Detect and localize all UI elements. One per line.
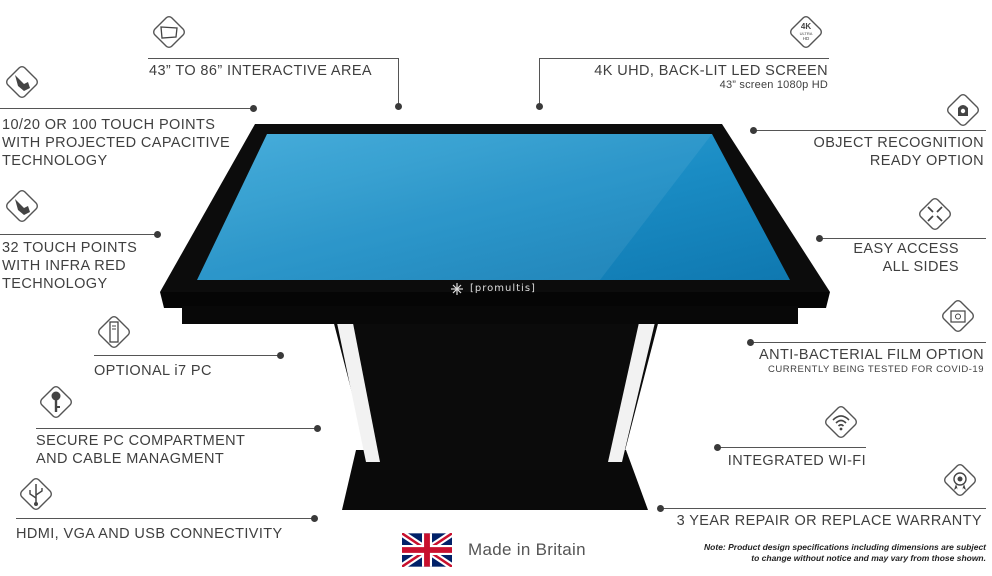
feature-object-recognition: OBJECT RECOGNITION READY OPTION <box>813 135 984 169</box>
feature-touch-ir: 32 TOUCH POINTS WITH INFRA RED TECHNOLOG… <box>2 240 138 292</box>
svg-text:4K: 4K <box>801 22 811 31</box>
feature-optional-pc: OPTIONAL i7 PC <box>94 363 212 379</box>
svg-text:ULTRA: ULTRA <box>800 31 813 36</box>
feature-anti-bacterial: ANTI-BACTERIAL FILM OPTION CURRENTLY BEI… <box>759 347 984 375</box>
uk-flag-icon <box>402 533 452 567</box>
disclaimer-note: Note: Product design specifications incl… <box>704 542 986 563</box>
feature-touch-pcap: 10/20 OR 100 TOUCH POINTS WITH PROJECTED… <box>2 117 231 169</box>
pedestal-highlight-left <box>336 318 380 462</box>
feature-warranty: 3 YEAR REPAIR OR REPLACE WARRANTY <box>676 513 982 529</box>
display-icon <box>152 15 186 49</box>
brand-name: [promultis] <box>470 283 536 294</box>
touch-hand-icon <box>5 65 39 99</box>
touch-screen <box>197 134 790 280</box>
feature-screen: 4K UHD, BACK-LIT LED SCREEN 43” screen 1… <box>594 63 828 91</box>
feature-connectivity: HDMI, VGA AND USB CONNECTIVITY <box>16 526 283 542</box>
film-icon <box>941 299 975 333</box>
brand-logo-icon <box>451 283 463 295</box>
feature-easy-access: EASY ACCESS ALL SIDES <box>853 241 959 275</box>
made-in-britain: Made in Britain <box>468 540 586 559</box>
usb-icon <box>19 477 53 511</box>
table-apron <box>182 306 798 324</box>
feature-secure-pc: SECURE PC COMPARTMENT AND CABLE MANAGMEN… <box>36 433 246 467</box>
object-puck-icon <box>946 93 980 127</box>
arrows-inward-icon <box>918 197 952 231</box>
feature-interactive-area: 43” TO 86” INTERACTIVE AREA <box>149 63 372 79</box>
svg-text:HD: HD <box>803 36 810 41</box>
pedestal-highlight-right <box>608 318 656 462</box>
wifi-icon <box>824 405 858 439</box>
feature-wifi: INTEGRATED WI-FI <box>727 453 866 469</box>
touch-hand-icon <box>5 189 39 223</box>
table-pedestal <box>332 316 660 470</box>
table-top-edge <box>160 292 830 308</box>
pc-tower-icon <box>97 315 131 349</box>
award-badge-icon <box>943 463 977 497</box>
key-icon <box>39 385 73 419</box>
4k-ultra-hd-icon: 4K ULTRA HD <box>789 15 823 49</box>
